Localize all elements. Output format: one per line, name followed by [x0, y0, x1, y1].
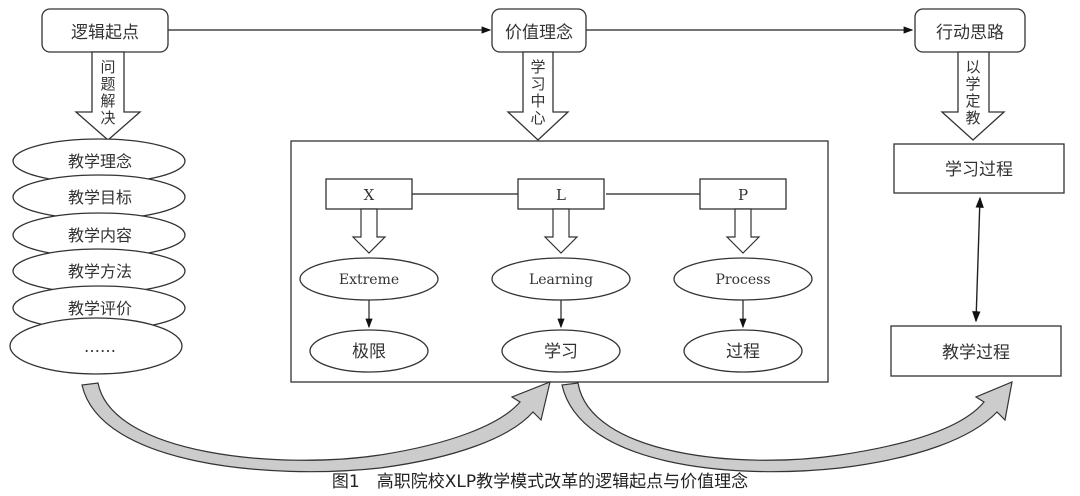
meaning-label: 极限: [352, 342, 386, 362]
node-logic-start-label: 逻辑起点: [71, 23, 139, 43]
letter-label: L: [556, 186, 566, 204]
ellipse-shape: [9, 317, 183, 375]
arrow-label-char: 心: [530, 109, 545, 127]
letter-box: [325, 178, 413, 210]
arrow-label-char: 以: [965, 58, 980, 76]
xlp-column-x: X Extreme 极限: [299, 178, 439, 373]
word-label: Process: [715, 272, 770, 288]
figure-caption: 图1 高职院校XLP教学模式改革的逻辑起点与价值理念: [332, 471, 748, 492]
arrow-label-char: 学: [965, 75, 980, 93]
hollow-down-arrow: [725, 208, 761, 254]
teaching-element-label: 教学方法: [68, 262, 132, 281]
node-action-approach-label: 行动思路: [936, 23, 1004, 43]
teaching-element-item: 教学目标: [12, 174, 186, 220]
node-action-approach: 行动思路: [914, 8, 1026, 53]
teaching-element-label: 教学理念: [68, 152, 132, 171]
arrow-label-char: 中: [530, 92, 545, 110]
teaching-element-label: 教学评价: [68, 299, 132, 318]
arrow-label-char: 解: [100, 92, 115, 110]
node-value-concept-label: 价值理念: [505, 22, 573, 43]
box-learning-process-label: 学习过程: [945, 160, 1013, 180]
box-learning-process: 学习过程: [893, 143, 1065, 194]
node-logic-start: 逻辑起点: [41, 8, 169, 53]
arrow-label-char: 习: [530, 75, 545, 93]
curved-arrow-left-to-center: [81, 381, 551, 473]
arrow-label-char: 学: [530, 58, 545, 76]
letter-box: [517, 178, 605, 210]
arrow-label-char: 教: [965, 109, 980, 127]
arrow-label-char: 题: [100, 75, 115, 93]
teaching-element-label: 教学目标: [68, 188, 132, 207]
teaching-element-item: ……: [9, 317, 183, 375]
hollow-down-arrow: [543, 208, 579, 254]
word-label: Extreme: [339, 272, 399, 288]
teaching-element-label: 教学内容: [68, 226, 132, 245]
teaching-element-item: 教学方法: [12, 248, 186, 294]
meaning-ellipse: [309, 329, 429, 373]
bidirectional-arrow: [972, 196, 984, 323]
meaning-label: 过程: [726, 342, 760, 362]
meaning-label: 学习: [544, 342, 578, 362]
box-teaching-process: 教学过程: [890, 325, 1062, 377]
arrow-label-char: 问: [100, 58, 115, 76]
meaning-ellipse: [501, 329, 621, 373]
letter-label: P: [738, 186, 748, 204]
curved-arrow-center-to-right: [561, 381, 1013, 473]
arrow-label-char: 定: [965, 92, 980, 110]
word-label: Learning: [529, 272, 593, 288]
down-arrow-teach-by-learning: 以 学 定 教: [940, 51, 1006, 141]
node-value-concept: 价值理念: [491, 8, 587, 53]
xlp-model: X Extreme 极限 L Learning 学习 P Process 过程: [299, 178, 813, 373]
hollow-down-arrow: [351, 208, 387, 254]
teaching-element-label: ……: [84, 337, 116, 356]
meaning-ellipse: [683, 329, 803, 373]
down-arrow-problem-solving: 问 题 解 决: [74, 51, 142, 141]
down-arrow-learning-centered: 学 习 中 心: [506, 51, 570, 141]
teaching-element-item: 教学内容: [12, 212, 186, 258]
xlp-column-l: L Learning 学习: [491, 178, 631, 373]
letter-box: [699, 178, 787, 210]
box-teaching-process-label: 教学过程: [942, 343, 1010, 363]
letter-label: X: [364, 186, 375, 204]
xlp-column-p: P Process 过程: [673, 178, 813, 373]
arrow-label-char: 决: [100, 109, 115, 127]
